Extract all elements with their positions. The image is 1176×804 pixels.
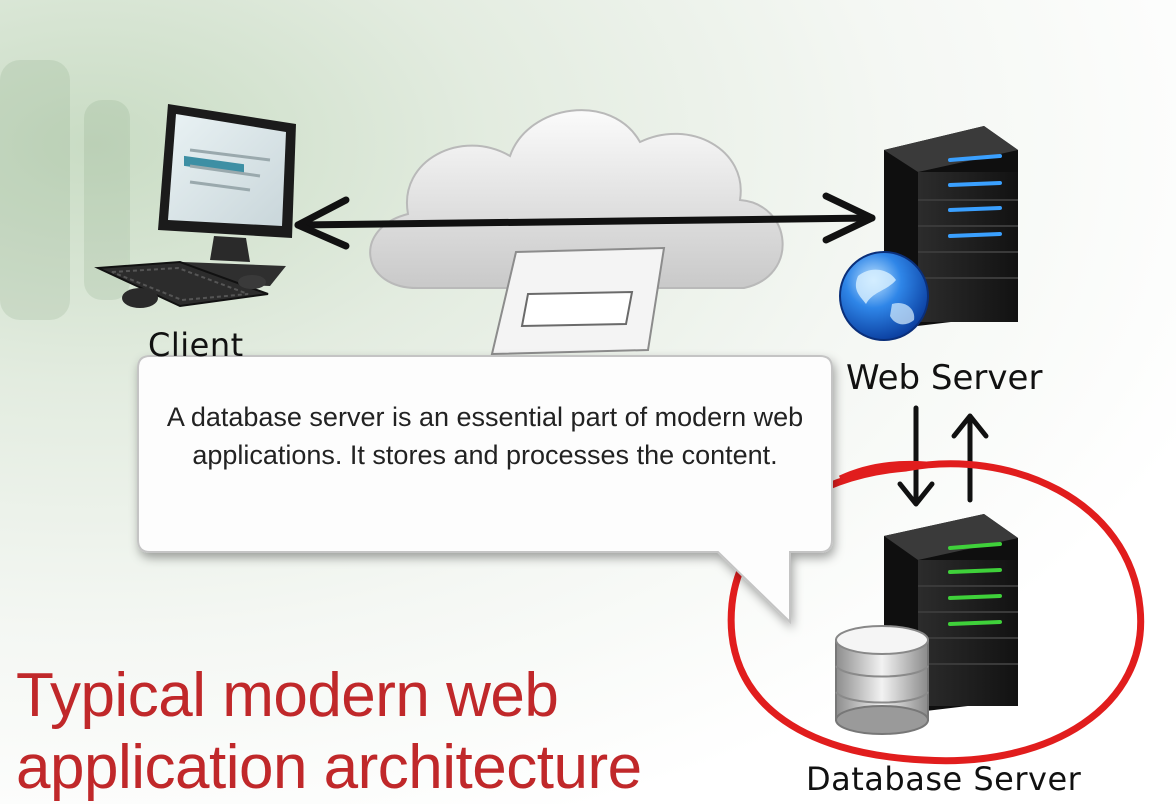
slide-title: Typical modern web application architect… (16, 660, 642, 804)
callout-bubble (137, 355, 833, 625)
background-decoration (0, 60, 130, 320)
desktop-computer-icon (94, 104, 296, 308)
slide-title-line-1: Typical modern web (16, 661, 559, 730)
cloud-icon (369, 109, 784, 290)
globe-icon (839, 251, 929, 341)
database-disks-icon (835, 625, 929, 735)
webserver-database-arrows (897, 405, 989, 507)
client-webserver-arrow (294, 192, 876, 250)
client-label: Client (148, 326, 244, 364)
slide-title-line-2: application architecture (16, 733, 642, 802)
web-server-label: Web Server (846, 358, 1043, 398)
packet-icon (490, 246, 666, 356)
database-server-label: Database Server (806, 760, 1082, 798)
callout-text: A database server is an essential part o… (166, 402, 804, 470)
